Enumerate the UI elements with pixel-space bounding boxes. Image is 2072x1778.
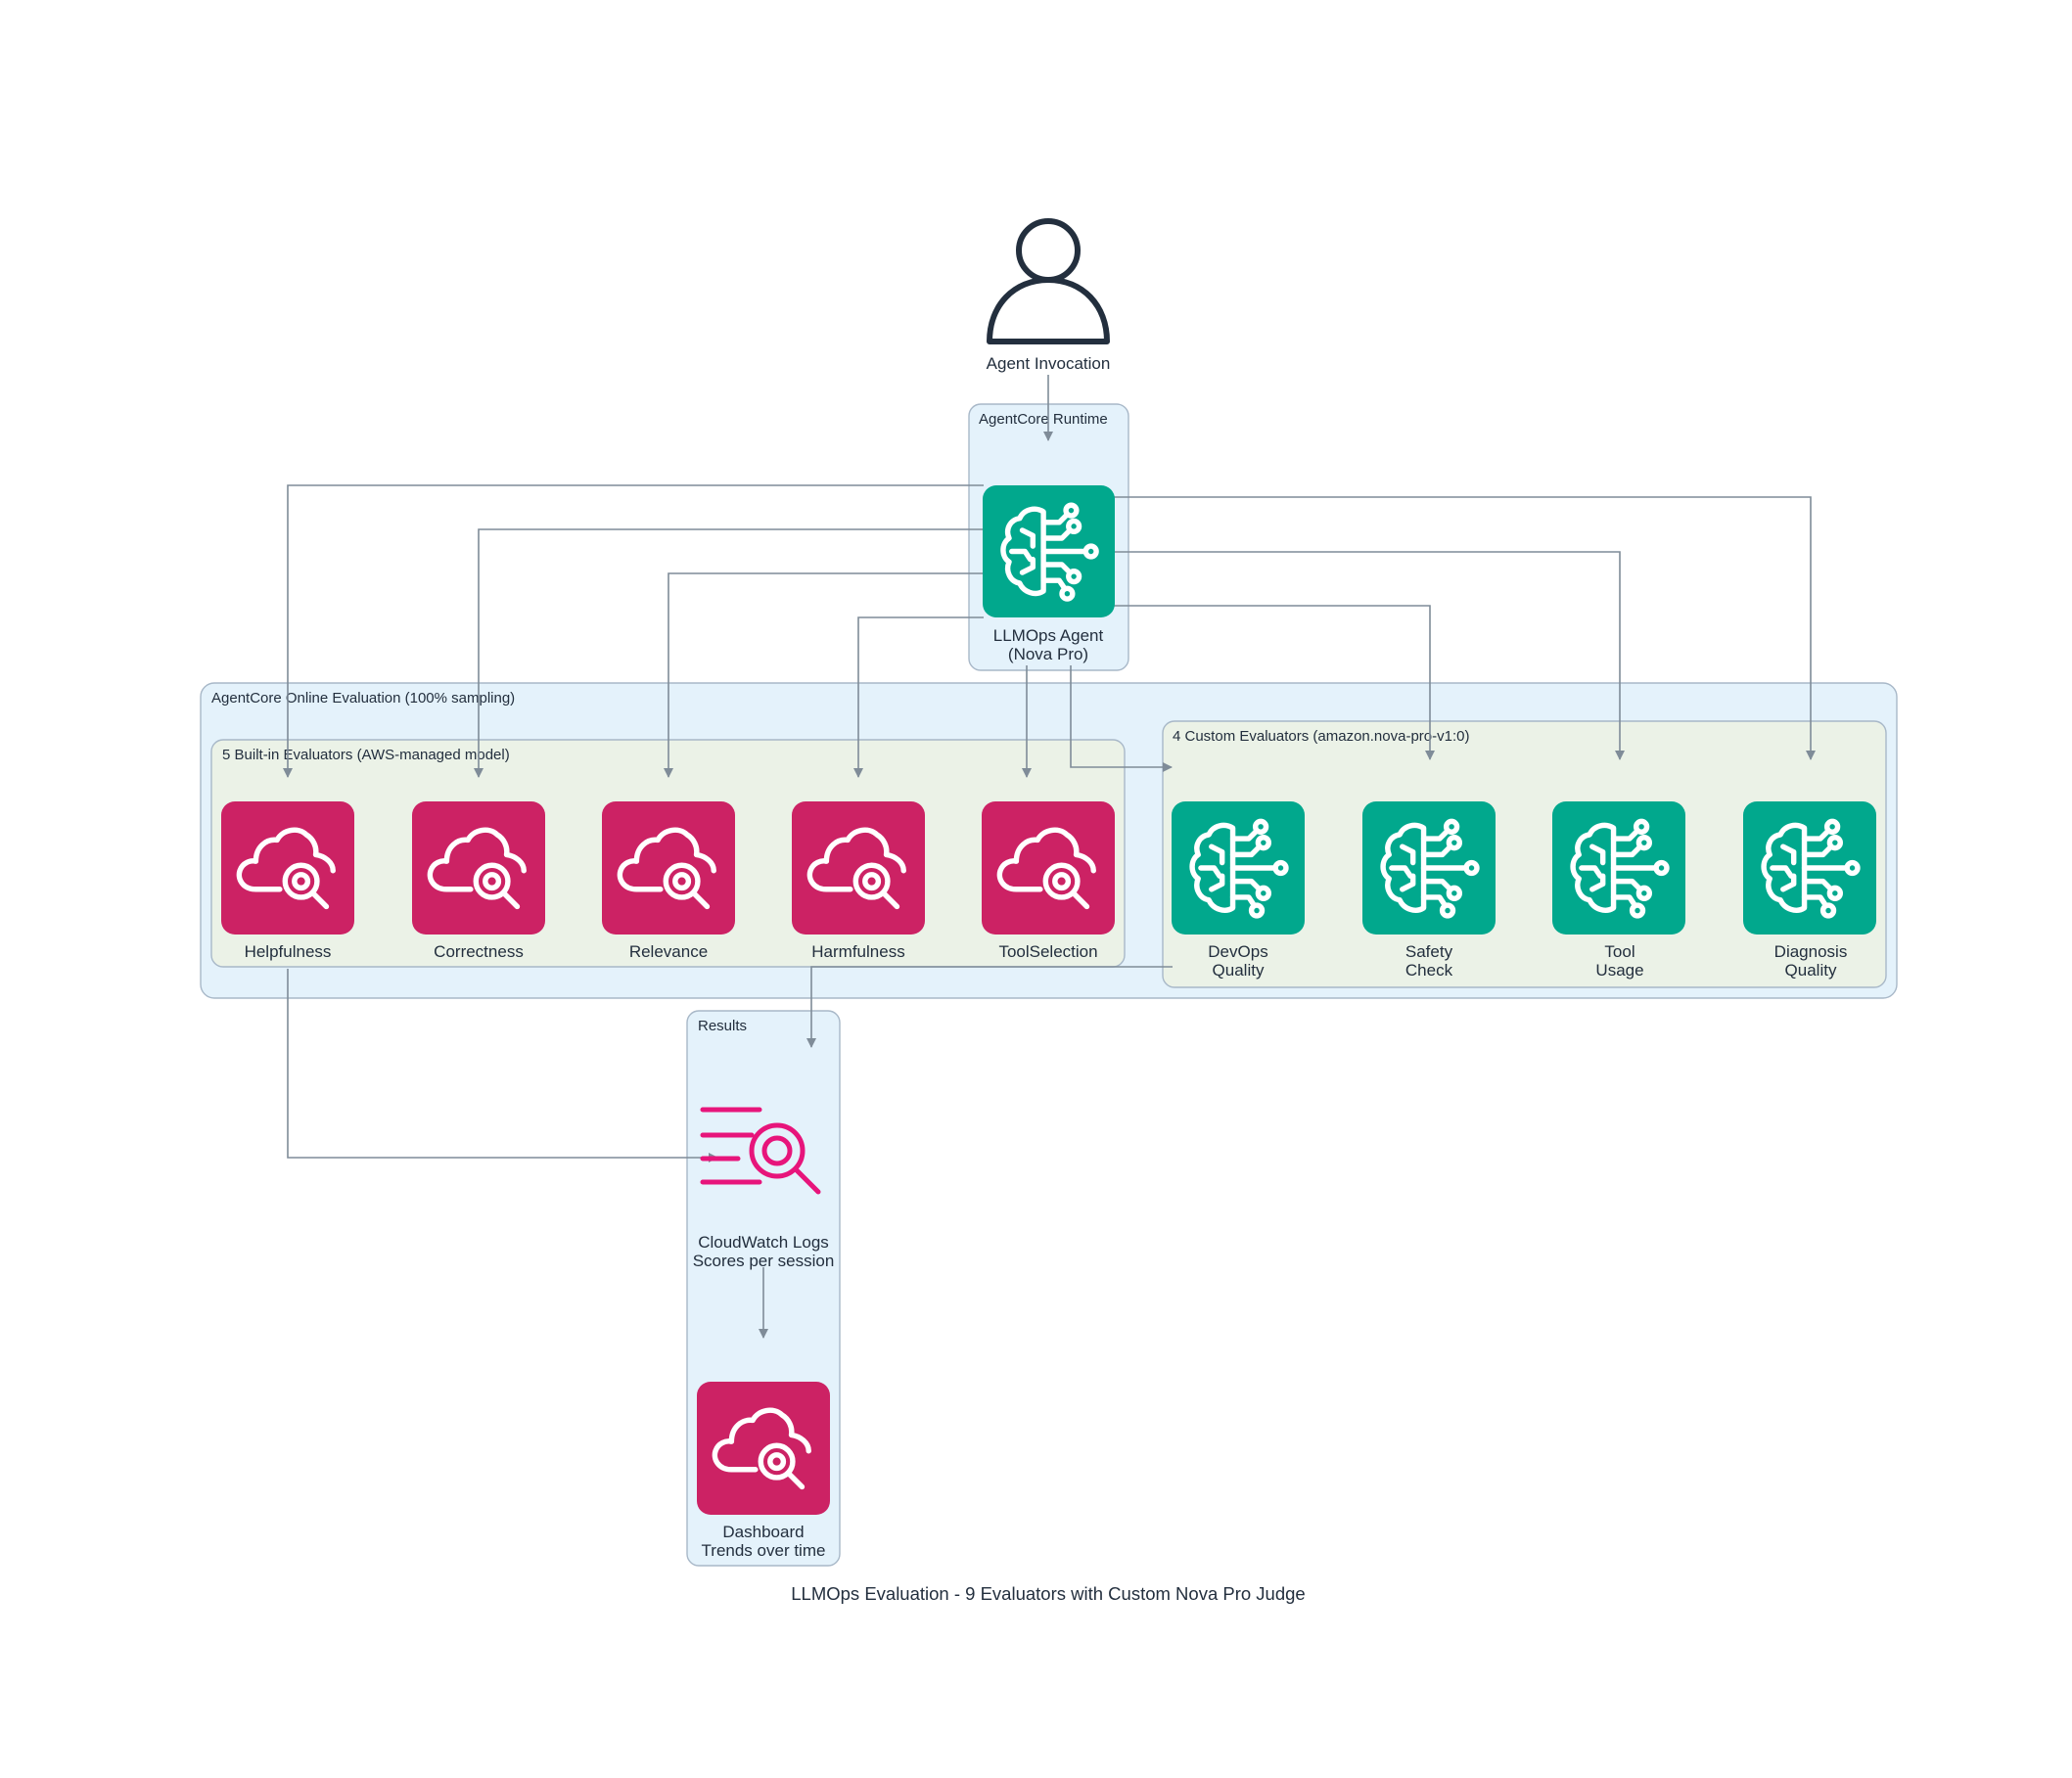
agent-invocation-label: Agent Invocation bbox=[987, 354, 1111, 373]
harmfulness-label: Harmfulness bbox=[811, 942, 904, 961]
online-evaluation-cluster-label: AgentCore Online Evaluation (100% sampli… bbox=[211, 690, 515, 707]
builtin-evaluators-cluster-label: 5 Built-in Evaluators (AWS-managed model… bbox=[222, 747, 510, 763]
llmops-agent-node: LLMOps Agent (Nova Pro) bbox=[983, 485, 1115, 663]
builtin-evaluator-helpfulness: Helpfulness bbox=[221, 801, 354, 961]
custom-evaluators-cluster: 4 Custom Evaluators (amazon.nova-pro-v1:… bbox=[1162, 720, 1887, 988]
safety-check-label-line1: Safety bbox=[1405, 942, 1453, 961]
edge-devops-quality-to-logs bbox=[806, 966, 1173, 1048]
cloudwatch-logs-label-line2: Scores per session bbox=[693, 1252, 835, 1270]
edges bbox=[283, 375, 1816, 1339]
edge-agent-to-helpfulness bbox=[283, 484, 984, 778]
edge-agent-to-correctness bbox=[474, 528, 984, 778]
edge-helpfulness-to-logs bbox=[287, 969, 718, 1163]
cloudwatch-logs-node: CloudWatch Logs Scores per session bbox=[693, 1107, 835, 1270]
helpfulness-label: Helpfulness bbox=[245, 942, 332, 961]
llmops-agent-label-line1: LLMOps Agent bbox=[993, 626, 1104, 645]
devops-quality-label-line2: Quality bbox=[1213, 961, 1265, 980]
custom-evaluator-tool-usage: Tool Usage bbox=[1552, 801, 1685, 980]
custom-evaluators-cluster-label: 4 Custom Evaluators (amazon.nova-pro-v1:… bbox=[1173, 728, 1469, 745]
custom-evaluator-diagnosis-quality: Diagnosis Quality bbox=[1743, 801, 1876, 980]
llmops-agent-label-line2: (Nova Pro) bbox=[1008, 645, 1088, 663]
tool-usage-label-line2: Usage bbox=[1595, 961, 1643, 980]
results-cluster-label: Results bbox=[698, 1018, 747, 1034]
tool-usage-label-line1: Tool bbox=[1604, 942, 1635, 961]
diagnosis-quality-label-line2: Quality bbox=[1785, 961, 1837, 980]
cloudwatch-logs-icon bbox=[700, 1107, 821, 1195]
edge-agent-to-tool-usage bbox=[1114, 551, 1625, 760]
builtin-evaluator-relevance: Relevance bbox=[602, 801, 735, 961]
cloudwatch-logs-label-line1: CloudWatch Logs bbox=[698, 1233, 829, 1252]
edge-agent-to-devops-quality bbox=[1070, 665, 1173, 772]
edge-agent-to-relevance bbox=[664, 572, 984, 778]
builtin-evaluator-correctness: Correctness bbox=[412, 801, 545, 961]
builtin-evaluator-harmfulness: Harmfulness bbox=[792, 801, 925, 961]
custom-evaluator-safety-check: Safety Check bbox=[1362, 801, 1496, 980]
correctness-label: Correctness bbox=[434, 942, 524, 961]
dashboard-label-line2: Trends over time bbox=[702, 1541, 826, 1560]
edge-agent-to-safety-check bbox=[1114, 605, 1435, 760]
devops-quality-label-line1: DevOps bbox=[1208, 942, 1267, 961]
runtime-cluster-label: AgentCore Runtime bbox=[979, 411, 1108, 428]
agent-invocation-node: Agent Invocation bbox=[987, 218, 1111, 373]
safety-check-label-line2: Check bbox=[1405, 961, 1453, 980]
toolselection-label: ToolSelection bbox=[998, 942, 1097, 961]
diagram-title: LLMOps Evaluation - 9 Evaluators with Cu… bbox=[791, 1583, 1305, 1604]
dashboard-node: Dashboard Trends over time bbox=[697, 1382, 830, 1560]
edge-agent-to-diagnosis-quality bbox=[1114, 496, 1816, 760]
edge-agent-to-harmfulness bbox=[853, 616, 984, 778]
builtin-evaluator-toolselection: ToolSelection bbox=[982, 801, 1115, 961]
dashboard-label-line1: Dashboard bbox=[722, 1523, 804, 1541]
custom-evaluator-devops-quality: DevOps Quality bbox=[1172, 801, 1305, 980]
diagnosis-quality-label-line1: Diagnosis bbox=[1774, 942, 1848, 961]
user-icon bbox=[987, 218, 1110, 344]
relevance-label: Relevance bbox=[629, 942, 708, 961]
